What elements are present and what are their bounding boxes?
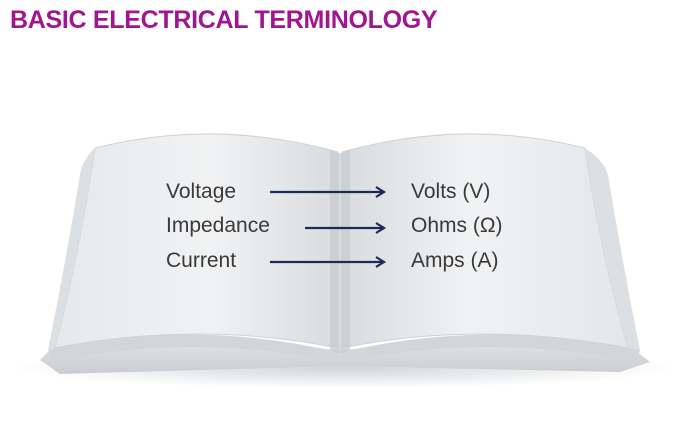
unit-volts: Volts (V)	[411, 180, 491, 203]
unit-amps: Amps (A)	[411, 249, 499, 272]
left-page	[54, 133, 339, 349]
term-impedance: Impedance	[166, 214, 270, 237]
page-edges-left	[48, 334, 338, 362]
unit-ohms: Ohms (Ω)	[411, 214, 503, 237]
arrow-right-icon	[305, 222, 387, 234]
left-page-curl	[48, 148, 95, 350]
page-title: BASIC ELECTRICAL TERMINOLOGY	[10, 6, 438, 34]
page-edges-right	[342, 334, 640, 362]
arrow-right-icon	[270, 256, 387, 268]
arrow-right-icon	[270, 186, 387, 198]
term-current: Current	[166, 249, 237, 272]
book-gutter	[330, 150, 350, 353]
right-page-curl	[585, 148, 640, 350]
term-voltage: Voltage	[166, 180, 237, 203]
right-page	[341, 133, 629, 349]
